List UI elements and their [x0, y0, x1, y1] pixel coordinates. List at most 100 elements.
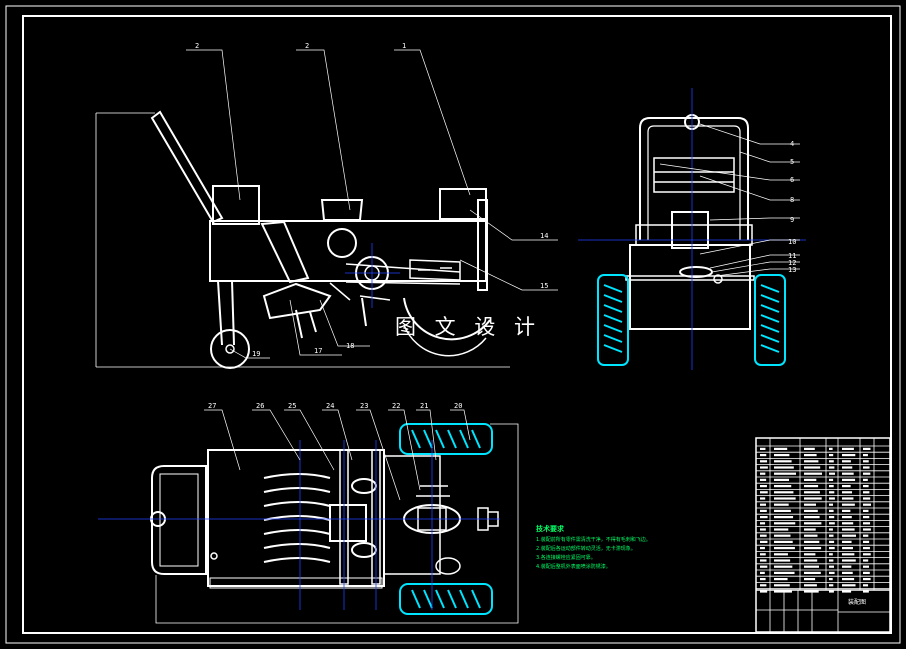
parts-list-cell-text — [804, 559, 818, 562]
parts-list-cell-text — [863, 466, 870, 469]
label-12: 12 — [788, 259, 796, 267]
parts-list-cell-text — [774, 466, 794, 469]
parts-list-cell-text — [804, 466, 821, 469]
parts-list-cell-text — [774, 472, 796, 475]
parts-list-cell-text — [842, 509, 851, 512]
top-labels: 27 26 25 24 23 22 21 20 — [208, 402, 462, 410]
parts-list-cell-text — [804, 491, 820, 494]
parts-list-cell-text — [842, 553, 855, 556]
notes-line-2: 2.装配后各运动部件转动灵活，无卡滞现象。 — [536, 545, 636, 552]
parts-list-cell-text — [863, 516, 870, 519]
parts-list-cell-text — [774, 559, 791, 562]
top-dimension-lines — [155, 423, 519, 624]
parts-list-cell-text — [863, 447, 871, 450]
parts-list-cell-text — [804, 578, 816, 581]
top-wheel-upper — [399, 423, 493, 455]
top-furrow-shapes — [263, 473, 331, 563]
label-21: 21 — [420, 402, 428, 410]
parts-list-cell-text — [760, 559, 767, 562]
top-main-frame — [207, 449, 385, 587]
side-opener-blade — [295, 309, 317, 339]
parts-list-cell-text — [842, 578, 855, 581]
parts-list-cell-text — [804, 516, 820, 519]
side-rear-box — [439, 188, 487, 220]
parts-list-cell-text — [829, 509, 834, 512]
parts-list-cell-text — [863, 553, 871, 556]
parts-list-cell-text — [829, 478, 834, 481]
parts-list-cell-text — [842, 497, 854, 500]
parts-list-cell-text — [804, 497, 822, 500]
parts-list-cell-text — [760, 540, 768, 543]
parts-list-cell-text — [804, 478, 817, 481]
label-18: 18 — [346, 342, 354, 350]
parts-list-cell-text — [863, 522, 871, 525]
side-center-lines — [345, 243, 400, 308]
parts-list-cell-text — [863, 503, 871, 506]
parts-list-cell-text — [804, 454, 817, 457]
parts-list-cell-text — [804, 522, 822, 525]
front-main-box — [635, 224, 753, 246]
parts-list-cell-text — [760, 460, 768, 463]
parts-list-cell-text — [774, 491, 794, 494]
parts-list-cell-text — [774, 478, 790, 481]
parts-list-cell-text — [863, 540, 870, 543]
parts-list-cell-text — [829, 553, 833, 556]
technical-notes: 技术要求 1.装配前所有零件需清洗干净，不得有毛刺和飞边。 2.装配后各运动部件… — [536, 524, 651, 570]
parts-list-cell-text — [863, 534, 869, 537]
label-17: 17 — [314, 347, 322, 355]
parts-list-cell-text — [842, 472, 854, 475]
top-front-frame — [384, 455, 441, 575]
parts-list-cell-text — [829, 485, 834, 488]
notes-title: 技术要求 — [536, 524, 565, 533]
parts-list-cell-text — [774, 503, 789, 506]
parts-list-cell-text — [760, 590, 768, 593]
parts-list-cell-text — [829, 466, 835, 469]
parts-list-cell-text — [829, 528, 833, 531]
parts-list-cell-text — [842, 540, 852, 543]
parts-list-cell-text — [863, 478, 868, 481]
side-front-leg — [217, 280, 235, 346]
parts-list-cell-text — [774, 565, 793, 568]
parts-list-cell-text — [863, 491, 870, 494]
parts-list-cell-text — [760, 497, 766, 500]
parts-list-cell-text — [829, 516, 835, 519]
parts-list-cell-text — [774, 528, 789, 531]
side-hopper — [212, 185, 260, 225]
parts-list-cell-text — [842, 491, 853, 494]
parts-list-cell-text — [863, 547, 870, 550]
parts-list-cell-text — [863, 454, 868, 457]
parts-list-cell-text — [842, 447, 854, 450]
parts-list-cell-text — [829, 590, 834, 593]
parts-list-cell-text — [760, 522, 766, 525]
side-front-wheel-hub — [225, 344, 235, 354]
notes-line-1: 1.装配前所有零件需清洗干净，不得有毛刺和飞边。 — [536, 536, 651, 543]
parts-list-cell-text — [760, 454, 767, 457]
front-leaders — [659, 123, 800, 277]
parts-list-cell-text — [829, 584, 834, 587]
parts-list-cell-text — [760, 578, 766, 581]
label-2b: 2 — [305, 42, 309, 50]
parts-list-cell-text — [842, 528, 855, 531]
parts-list-cell-text — [829, 540, 835, 543]
parts-list-cell-text — [804, 565, 819, 568]
parts-list-cell-text — [804, 540, 820, 543]
label-13: 13 — [788, 266, 796, 274]
label-9: 9 — [790, 216, 794, 224]
parts-list-cell-text — [760, 485, 767, 488]
parts-list-cell-text — [842, 478, 856, 481]
front-frame-arch — [639, 117, 749, 240]
side-dimension-line — [95, 112, 510, 368]
top-wheels — [399, 423, 493, 615]
label-2a: 2 — [195, 42, 199, 50]
parts-list-cell-text — [774, 522, 796, 525]
front-frame-inner — [647, 125, 741, 240]
parts-list-cell-text — [760, 466, 768, 469]
parts-list-cell-text — [863, 571, 870, 574]
parts-list-cell-text — [760, 547, 765, 550]
parts-list-cell-text — [842, 460, 851, 463]
side-small-arm — [361, 297, 367, 327]
side-labels: 2 2 1 14 15 17 18 19 — [195, 42, 548, 358]
top-handle — [151, 465, 207, 575]
label-8: 8 — [790, 196, 794, 204]
